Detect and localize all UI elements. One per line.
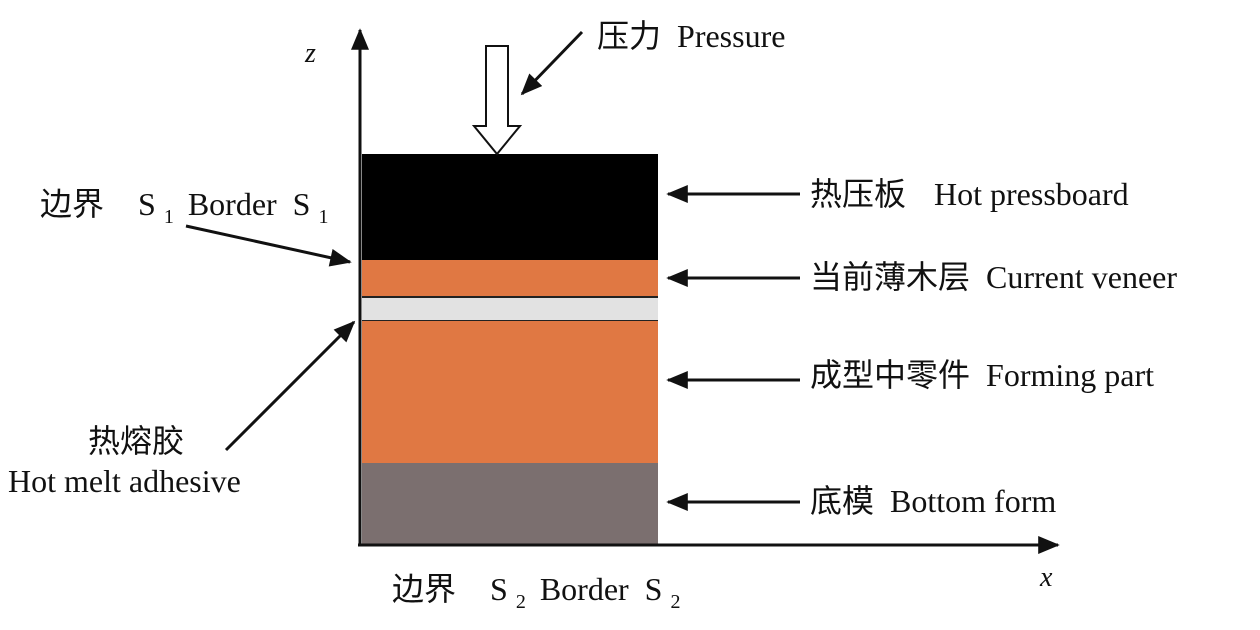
hot-melt-adhesive-cn-label: 热熔胶	[88, 422, 184, 460]
pressure-arrow-icon	[471, 45, 523, 156]
forming-part-label: 成型中零件 Forming part	[810, 356, 1154, 394]
current-veneer-label: 当前薄木层 Current veneer	[810, 258, 1177, 296]
bottom-form-label: 底模 Bottom form	[810, 482, 1056, 520]
pressure-pointer	[520, 30, 584, 96]
hot-pressboard-layer	[362, 154, 658, 260]
bottom-form-layer	[362, 463, 658, 544]
pressure-label: 压力 Pressure	[597, 17, 785, 55]
border-s1-label: 边界 S 1 Border S 1	[40, 185, 328, 230]
forming-part-layer	[362, 321, 658, 463]
z-axis-label: z	[304, 38, 316, 69]
hot-melt-adhesive-layer	[362, 297, 658, 321]
border-s2-label: 边界 S 2 Border S 2	[392, 570, 680, 615]
hot-pressboard-label: 热压板 Hot pressboard	[810, 175, 1129, 213]
border-s1-pointer	[185, 224, 352, 267]
x-axis-label: x	[1039, 562, 1053, 593]
hot-melt-adhesive-en-label: Hot melt adhesive	[8, 463, 241, 499]
current-veneer-layer	[362, 260, 658, 297]
hot-melt-adhesive-pointer	[224, 320, 356, 452]
